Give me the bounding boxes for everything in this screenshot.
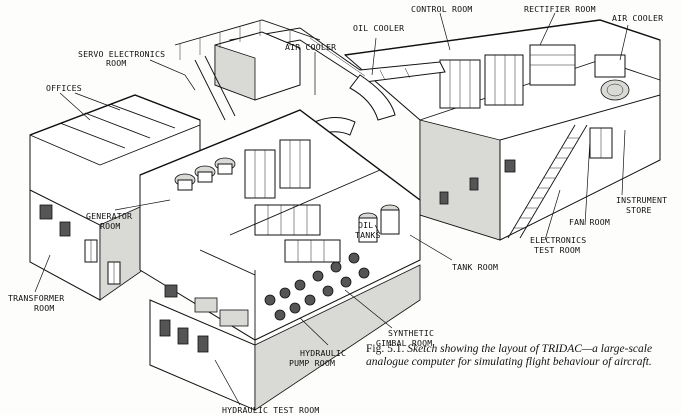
label-hydraulic-pump-room-2: PUMP ROOM — [289, 358, 335, 368]
label-synthetic-gimbal-room: SYNTHETIC — [388, 328, 434, 338]
label-offices: OFFICES — [46, 83, 82, 93]
servo-cabinets — [244, 139, 341, 263]
label-generator-room: GENERATOR — [86, 211, 132, 221]
label-electronics-test-room-2: TEST ROOM — [534, 245, 580, 255]
label-servo-electronics: SERVO ELECTRONICS — [78, 49, 165, 59]
label-control-room: CONTROL ROOM — [411, 4, 473, 14]
label-oil-cooler: OIL COOLER — [353, 23, 404, 33]
label-hydraulic-test-room: HYDRAULIC TEST ROOM — [222, 405, 319, 415]
generator-units — [174, 157, 236, 191]
label-fan-room: FAN ROOM — [569, 217, 610, 227]
label-transformer-room: TRANSFORMER — [8, 293, 64, 303]
label-air-cooler-left: AIR COOLER — [285, 42, 336, 52]
label-air-cooler-right: AIR COOLER — [612, 13, 663, 23]
caption-text: Sketch showing the layout of TRIDAC—a la… — [366, 343, 653, 368]
figure-caption: Fig. 5.1. Sketch showing the layout of T… — [366, 343, 676, 369]
gimbal-units — [194, 252, 370, 327]
label-oil-tanks-2: TANKS — [355, 230, 381, 240]
label-synthetic-gimbal-room-2: GIMBAL ROOM — [376, 338, 432, 348]
label-generator-room-2: ROOM — [100, 221, 121, 231]
label-electronics-test-room: ELECTRONICS — [530, 235, 586, 245]
label-transformer-room-2: ROOM — [34, 303, 55, 313]
air-cooler-machine — [594, 54, 630, 101]
control-room-cabinets — [439, 54, 524, 109]
external-staircase — [507, 124, 588, 239]
figure-number: Fig. 5.1. — [366, 343, 405, 355]
label-instrument-store: INSTRUMENT — [616, 195, 667, 205]
rooftop-plant — [174, 19, 321, 121]
machine-hall — [139, 109, 421, 411]
label-instrument-store-2: STORE — [626, 205, 652, 215]
label-hydraulic-pump-room: HYDRAULIC — [300, 348, 346, 358]
oil-tanks — [358, 204, 400, 243]
label-rectifier-room: RECTIFIER ROOM — [524, 4, 596, 14]
label-oil-tanks: OIL — [358, 220, 373, 230]
label-servo-electronics-2: ROOM — [106, 58, 127, 68]
label-tank-room: TANK ROOM — [452, 262, 498, 272]
leader-lines — [34, 12, 629, 406]
room-labels: SERVO ELECTRONICS ROOM OFFICES AIR COOLE… — [8, 4, 667, 415]
